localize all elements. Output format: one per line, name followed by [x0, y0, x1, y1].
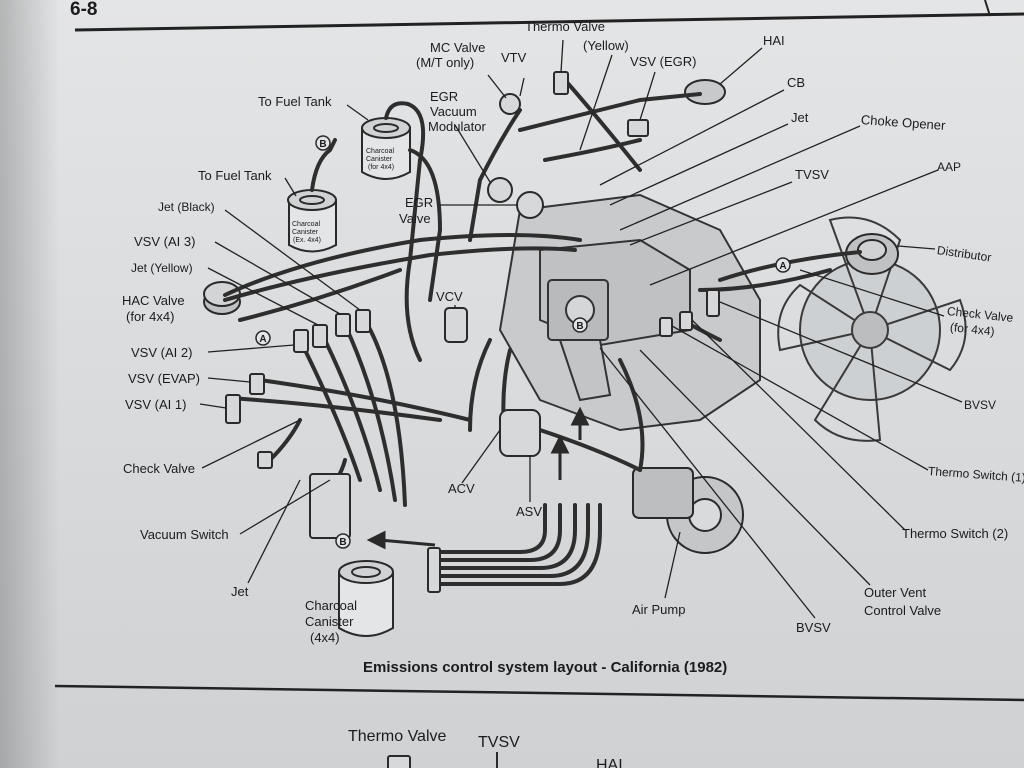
label-canister-mid-2: Canister [292, 229, 319, 236]
engine-block [498, 193, 761, 432]
vacuum-switch-body [309, 473, 351, 539]
label-jet-bottom: Jet [231, 584, 249, 599]
jet-black-body [355, 309, 371, 333]
header-rule [74, 12, 1024, 32]
vcv-body [444, 307, 468, 343]
label-hac-valve-note: (for 4x4) [126, 309, 175, 324]
label-canister-top-3: (for 4x4) [368, 164, 395, 171]
label-outer-vent-1: Outer Vent [864, 585, 927, 600]
diagram-caption: Emissions control system layout - Califo… [363, 659, 728, 676]
bvsv-right-body [706, 289, 720, 317]
label-acv: ACV [448, 481, 475, 496]
marker-a-right: A [779, 261, 786, 272]
page-edge-shadow [0, 0, 60, 768]
label-egr-mod-2: Vacuum [430, 104, 477, 119]
label-vsv-ai1: VSV (AI 1) [125, 397, 187, 412]
label-mc-valve: MC Valve [430, 40, 486, 55]
vsv-evap-body [249, 373, 265, 395]
page-number: 6-8 [70, 0, 98, 20]
thermo-switch-body [659, 317, 673, 337]
leader-lines [199, 39, 963, 619]
vsv-ai2-body [293, 329, 309, 353]
label-aap: AAP [937, 160, 962, 174]
marker-b-bottom: B [339, 537, 346, 548]
air-pump-component [632, 467, 744, 554]
label-vtv: VTV [501, 50, 527, 65]
label-jet-top: Jet [791, 110, 809, 125]
charcoal-canister-bottom [338, 560, 394, 637]
label-outer-vent-2: Control Valve [864, 603, 942, 618]
header-tab [984, 0, 991, 17]
label-vsv-ai3: VSV (AI 3) [134, 234, 196, 249]
label-thermo-valve-color: (Yellow) [583, 38, 629, 53]
hai-component [684, 79, 726, 105]
label-vacuum-switch: Vacuum Switch [140, 527, 229, 542]
bottom-thermo-valve-shape [387, 755, 411, 768]
label-to-fuel-tank-1: To Fuel Tank [258, 94, 332, 109]
caption-rule [54, 684, 1024, 702]
label-vsv-evap: VSV (EVAP) [128, 371, 201, 386]
jet-yellow-body [312, 324, 328, 348]
label-egr-valve-2: Valve [399, 211, 431, 226]
charcoal-canister-mid [287, 189, 337, 253]
flow-arrows [366, 406, 590, 550]
label-hac-valve: HAC Valve [122, 293, 185, 308]
label-jet-yellow: Jet (Yellow) [131, 261, 193, 275]
thermo-switch2-body [679, 311, 693, 331]
mc-valve-body [499, 93, 521, 115]
egr-modulator-body [487, 177, 513, 203]
label-air-pump: Air Pump [632, 602, 686, 617]
vsv-ai3-body [335, 313, 351, 337]
label-charcoal-3: (4x4) [310, 630, 340, 645]
label-jet-black: Jet (Black) [158, 200, 215, 214]
label-thermo-valve: Thermo Valve [525, 19, 605, 34]
label-canister-top-1: Charcoal [366, 148, 395, 155]
label-canister-mid-1: Charcoal [292, 221, 321, 228]
acv-body [499, 409, 541, 457]
label-egr-mod-3: Modulator [428, 119, 486, 134]
label-vsv-egr: VSV (EGR) [630, 54, 697, 69]
label-tvsv: TVSV [795, 167, 829, 182]
label-bvsv-bottom: BVSV [796, 620, 831, 635]
check-valve-body [257, 451, 273, 469]
label-hai: HAI [763, 33, 785, 48]
label-charcoal-2: Canister [305, 614, 354, 629]
vsv-egr-body [627, 119, 649, 137]
label-egr-mod-1: EGR [430, 89, 459, 104]
marker-b-top: B [319, 139, 326, 150]
label-egr-valve-1: EGR [405, 195, 434, 210]
circle-marker-letters: B B B A A [259, 139, 786, 548]
label-check-valve-left: Check Valve [123, 461, 196, 476]
distributor-component [845, 233, 899, 275]
bottom-label-tvsv: TVSV [478, 734, 520, 751]
charcoal-canister-top [361, 117, 411, 180]
egr-valve-body [516, 191, 544, 219]
label-mc-valve-note: (M/T only) [416, 55, 475, 70]
label-thermo-switch-2: Thermo Switch (2) [902, 526, 1009, 541]
label-vsv-ai2: VSV (AI 2) [131, 345, 193, 360]
label-bvsv-right: BVSV [964, 398, 997, 412]
label-canister-top-2: Canister [366, 156, 393, 163]
hose-clip-left [427, 547, 441, 593]
label-asv: ASV [516, 504, 543, 519]
label-canister-mid-3: (Ex. 4x4) [293, 237, 322, 244]
bottom-label-thermo-valve: Thermo Valve [348, 728, 447, 745]
engine-fan [777, 216, 967, 442]
label-to-fuel-tank-2: To Fuel Tank [198, 168, 272, 183]
label-cb: CB [787, 75, 806, 90]
small-valves [225, 71, 720, 593]
label-vcv: VCV [436, 289, 463, 304]
marker-a-left: A [259, 334, 266, 345]
vsv-ai1-body [225, 394, 241, 424]
circle-markers [255, 135, 791, 549]
label-charcoal-1: Charcoal [305, 598, 358, 613]
marker-b-center: B [576, 321, 583, 332]
bottom-label-hai-partial: HAI [596, 758, 623, 768]
thermo-valve-body [553, 71, 569, 95]
